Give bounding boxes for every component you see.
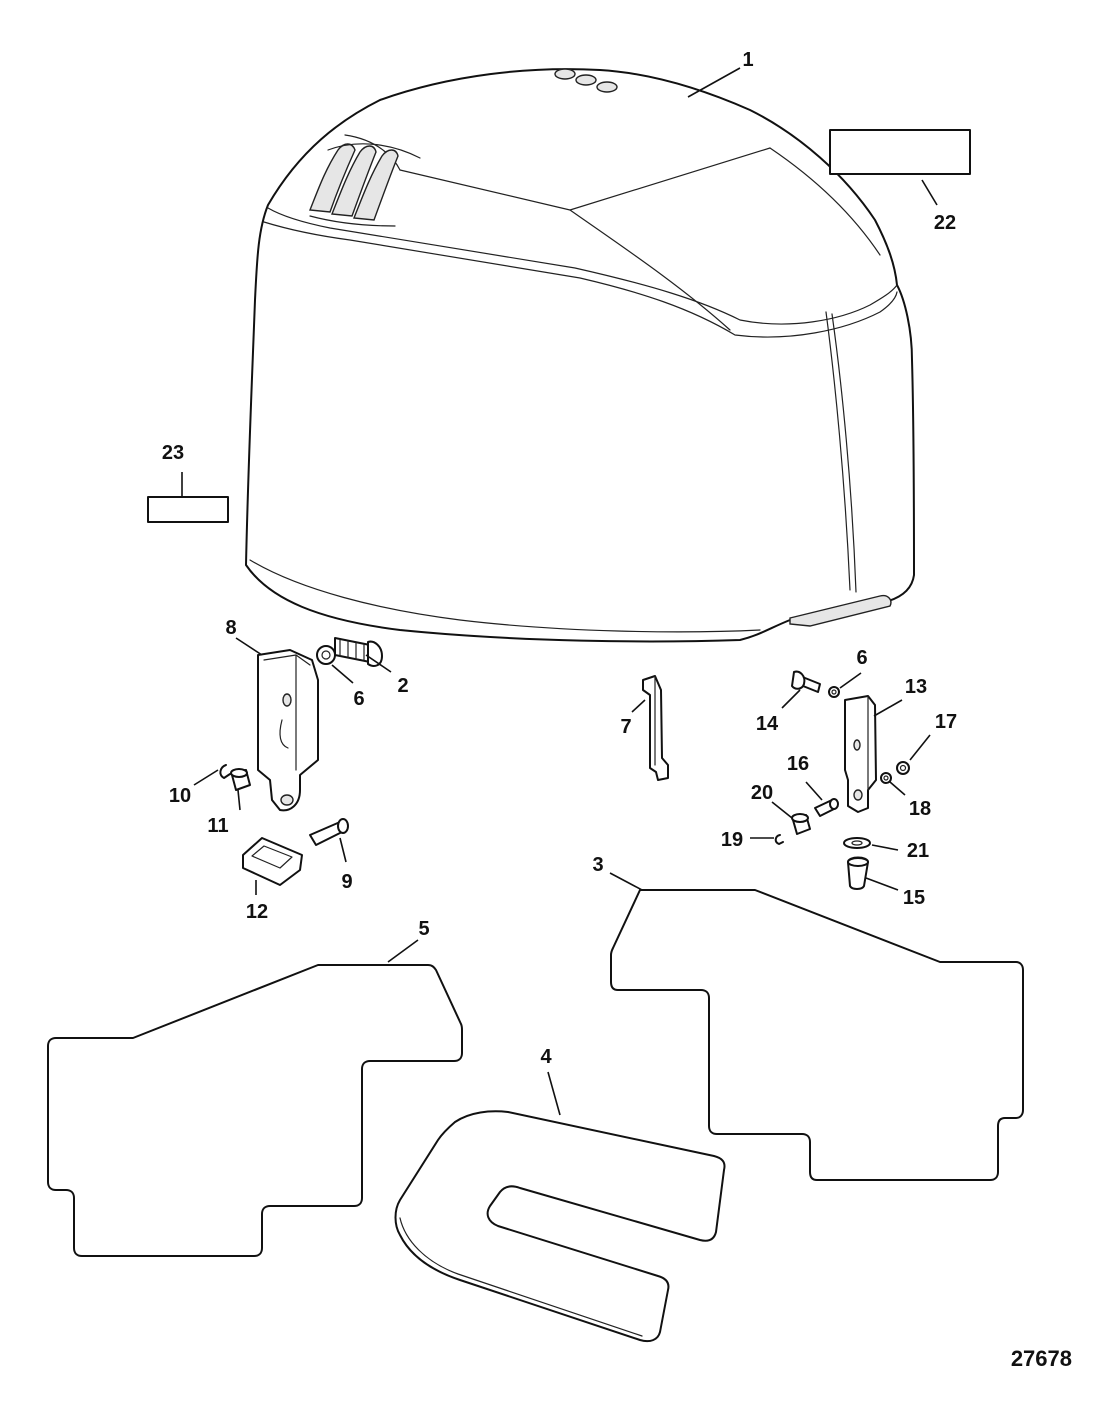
part-washer-21[interactable] <box>843 837 871 849</box>
callout-14: 14 <box>756 713 779 735</box>
part-seal-5[interactable] <box>47 964 463 1257</box>
callout-20: 20 <box>751 782 773 804</box>
callout-6-right: 6 <box>856 647 867 669</box>
callout-9: 9 <box>341 871 352 893</box>
part-seal-3[interactable] <box>610 889 1024 1181</box>
part-grommet-15[interactable] <box>847 856 869 890</box>
part-latch-7[interactable] <box>642 675 669 781</box>
part-e-clip-10[interactable] <box>219 764 231 779</box>
part-nut-17[interactable] <box>896 761 910 775</box>
callout-10: 10 <box>169 785 191 807</box>
callout-3: 3 <box>592 854 603 876</box>
part-bushing-11[interactable] <box>230 768 251 791</box>
callout-labels: 1 2 3 4 5 6 6 7 8 9 10 11 12 13 14 15 16… <box>162 49 957 1068</box>
part-seal-4[interactable] <box>394 1110 726 1343</box>
part-bracket-8[interactable] <box>257 649 319 812</box>
part-grommet-12[interactable] <box>242 837 303 886</box>
callout-22: 22 <box>934 212 956 234</box>
drawing-number: 27678 <box>1011 1346 1072 1371</box>
callout-21: 21 <box>907 840 929 862</box>
callout-23: 23 <box>162 442 184 464</box>
callout-5: 5 <box>418 918 429 940</box>
part-screw-14[interactable] <box>791 670 821 693</box>
part-decal-23[interactable] <box>147 496 229 523</box>
callout-15: 15 <box>903 887 925 909</box>
callout-8: 8 <box>225 617 236 639</box>
part-bushing-20[interactable] <box>791 813 811 835</box>
part-washer-6-right[interactable] <box>828 686 840 698</box>
part-washer-6-left[interactable] <box>316 645 336 665</box>
callout-1: 1 <box>742 49 753 71</box>
callout-2: 2 <box>397 675 408 697</box>
callout-4: 4 <box>540 1046 552 1068</box>
callout-12: 12 <box>246 901 268 923</box>
callout-19: 19 <box>721 829 743 851</box>
part-screw-2[interactable] <box>334 637 383 667</box>
callout-16: 16 <box>787 753 809 775</box>
leader-lines <box>181 67 938 1116</box>
callout-18: 18 <box>909 798 931 820</box>
part-decal-22[interactable] <box>829 129 971 175</box>
callout-11: 11 <box>207 815 228 837</box>
part-washer-18[interactable] <box>880 772 892 784</box>
part-e-clip-19[interactable] <box>774 834 784 845</box>
part-top-cowl[interactable] <box>245 68 915 643</box>
callout-6-left: 6 <box>353 688 364 710</box>
callout-7: 7 <box>620 716 631 738</box>
part-bracket-13[interactable] <box>844 695 877 813</box>
part-pin-16[interactable] <box>814 798 839 817</box>
callout-13: 13 <box>905 676 927 698</box>
callout-17: 17 <box>935 711 957 733</box>
part-pin-9[interactable] <box>309 818 349 846</box>
